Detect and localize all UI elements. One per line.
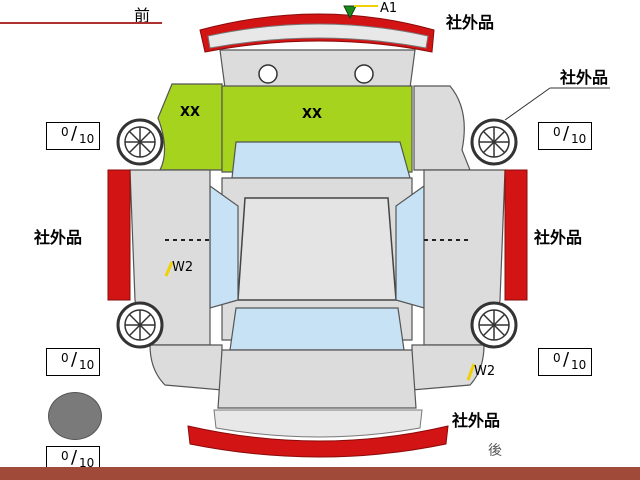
gauge-slash: / — [71, 349, 78, 370]
left-red-strip — [107, 169, 131, 301]
code-right-rear: W2 — [474, 364, 495, 379]
gauge-value: 0 — [61, 351, 69, 365]
rear-label: 後 — [488, 443, 502, 459]
gauge-slash: / — [71, 447, 78, 468]
code-hood-left: XX — [180, 105, 200, 120]
code-a1: A1 — [380, 1, 397, 16]
w2-right-marker — [466, 363, 476, 381]
gauge-total: 10 — [79, 456, 95, 470]
gauge-value: 0 — [553, 351, 561, 365]
rear-window — [229, 307, 405, 351]
tire-gauge-rear-right: 0 / 10 — [538, 348, 592, 376]
windshield — [231, 141, 411, 179]
car-nose — [219, 49, 416, 89]
front-bumper-inner — [207, 23, 429, 49]
bottom-rule — [0, 467, 640, 480]
gauge-value: 0 — [553, 125, 561, 139]
gauge-total: 10 — [571, 358, 587, 372]
right-window — [395, 184, 425, 309]
left-rear-quarter — [149, 344, 223, 391]
rear-bumper — [187, 425, 449, 458]
front-label: 前 — [133, 6, 150, 25]
header-rule — [0, 22, 162, 24]
right-red-strip — [504, 169, 528, 301]
tire-gauge-front-right: 0 / 10 — [538, 122, 592, 150]
right-front-fender — [413, 85, 471, 171]
tire-gauge-front-left: 0 / 10 — [46, 122, 100, 150]
rear-bumper-inner — [213, 409, 423, 438]
roof — [237, 197, 397, 301]
code-left-door: W2 — [172, 260, 193, 275]
callout-bottom: 社外品 — [452, 411, 501, 430]
headlight-right — [354, 64, 374, 84]
wheel-rear-right — [470, 301, 518, 349]
callout-left-side: 社外品 — [34, 228, 83, 247]
trunk — [217, 349, 417, 409]
w2-left-marker — [164, 261, 174, 277]
spare-tire-disc — [48, 392, 102, 440]
wheel-rear-left — [116, 301, 164, 349]
tire-gauge-rear-left: 0 / 10 — [46, 348, 100, 376]
callout-leader — [504, 87, 551, 121]
left-front-fender — [157, 83, 223, 171]
gauge-slash: / — [563, 123, 570, 144]
gauge-total: 10 — [79, 132, 95, 146]
callout-right-upper: 社外品 — [560, 68, 609, 87]
gauge-value: 0 — [61, 125, 69, 139]
callout-top-right: 社外品 — [446, 13, 495, 32]
headlight-left — [258, 64, 278, 84]
left-window — [209, 184, 239, 309]
gauge-slash: / — [563, 349, 570, 370]
code-hood-center: XX — [302, 107, 322, 122]
gauge-total: 10 — [79, 358, 95, 372]
gauge-slash: / — [71, 123, 78, 144]
wheel-front-right — [470, 118, 518, 166]
callout-right-side: 社外品 — [534, 228, 583, 247]
roof-marker-icon — [343, 5, 357, 20]
wheel-front-left — [116, 118, 164, 166]
gauge-total: 10 — [571, 132, 587, 146]
gauge-value: 0 — [61, 449, 69, 463]
